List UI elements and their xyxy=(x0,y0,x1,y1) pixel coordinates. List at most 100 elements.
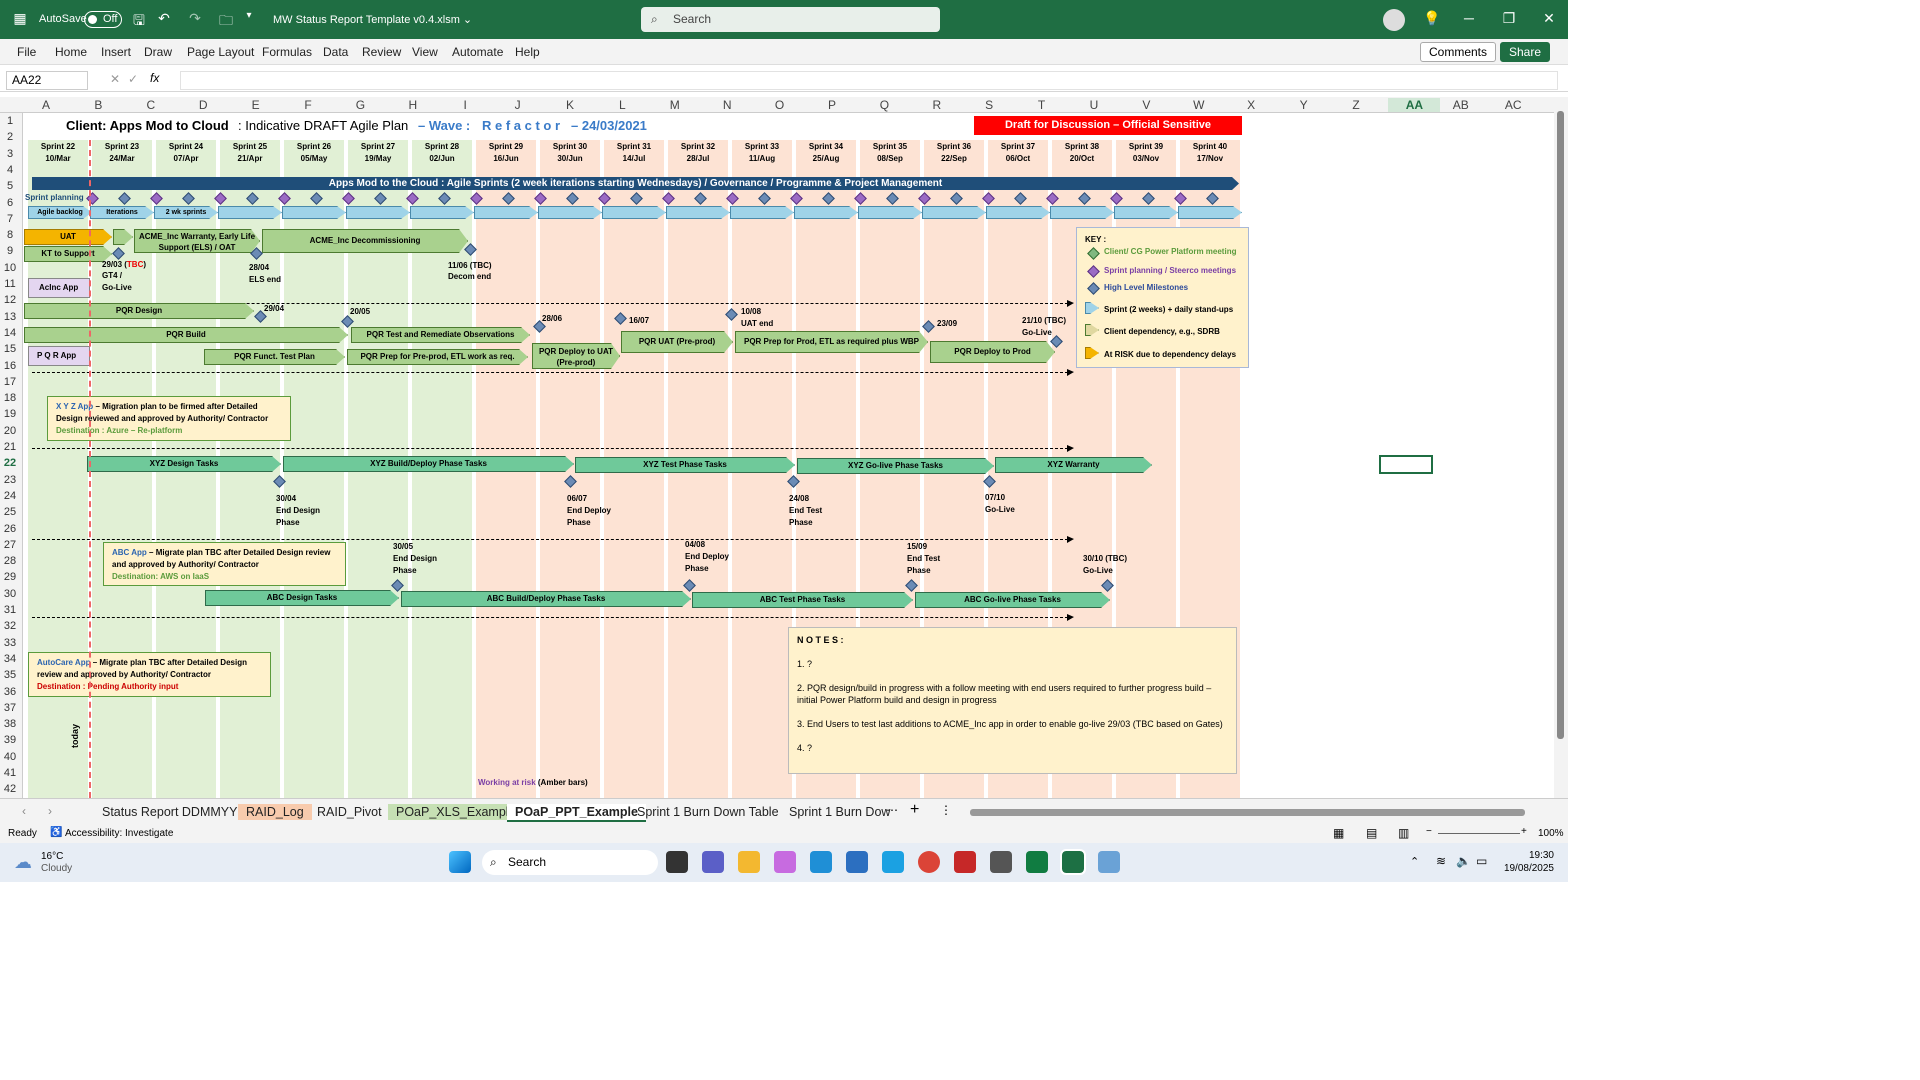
row-header[interactable]: 42 xyxy=(3,783,17,796)
accessibility-status[interactable]: Accessibility: Investigate xyxy=(65,828,174,839)
excel-icon[interactable] xyxy=(1060,849,1086,875)
chrome-icon[interactable] xyxy=(918,851,940,873)
column-header[interactable]: A xyxy=(41,98,50,112)
row-header[interactable]: 26 xyxy=(3,522,17,535)
sheet-tab[interactable]: Sprint 1 Burn Down Table xyxy=(637,805,779,819)
file-explorer-icon[interactable] xyxy=(738,851,760,873)
minimize-icon[interactable]: ─ xyxy=(1464,10,1474,26)
row-header[interactable]: 9 xyxy=(6,245,14,258)
column-header[interactable]: O xyxy=(774,98,785,112)
excel-alt-icon[interactable] xyxy=(1026,851,1048,873)
row-header[interactable]: 15 xyxy=(3,343,17,356)
store-icon[interactable] xyxy=(846,851,868,873)
name-box[interactable]: AA22 xyxy=(6,71,88,90)
column-header[interactable]: L xyxy=(619,98,626,112)
normal-view-icon[interactable]: ▦ xyxy=(1333,826,1345,840)
column-header[interactable]: D xyxy=(198,98,208,112)
column-header[interactable]: AB xyxy=(1452,98,1469,112)
zoom-slider[interactable] xyxy=(1438,833,1520,834)
tab-review[interactable]: Review xyxy=(362,45,402,59)
row-header[interactable]: 17 xyxy=(3,375,17,388)
lightbulb-icon[interactable]: 💡 xyxy=(1423,10,1441,26)
column-header[interactable]: P xyxy=(827,98,836,112)
open-folder-icon[interactable]: 🗀 xyxy=(219,12,233,28)
row-header[interactable]: 38 xyxy=(3,718,17,731)
insert-function-icon[interactable]: fx xyxy=(150,71,160,85)
sheet-tab[interactable]: Sprint 1 Burn Dow xyxy=(789,805,891,819)
calculator-icon[interactable] xyxy=(990,851,1012,873)
row-header[interactable]: 10 xyxy=(3,261,17,274)
sheet-tab[interactable]: POaP_XLS_Example xyxy=(388,804,524,820)
row-header[interactable]: 14 xyxy=(3,326,17,339)
row-header[interactable]: 36 xyxy=(3,685,17,698)
column-header[interactable]: S xyxy=(985,98,994,112)
tab-draw[interactable]: Draw xyxy=(144,45,173,59)
row-header[interactable]: 20 xyxy=(3,424,17,437)
row-header[interactable]: 13 xyxy=(3,310,17,323)
row-header[interactable]: 2 xyxy=(6,131,14,144)
cloudy-weather-icon[interactable]: ☁ xyxy=(14,852,32,872)
column-header[interactable]: Z xyxy=(1352,98,1360,112)
row-header[interactable]: 16 xyxy=(3,359,17,372)
column-header[interactable]: J xyxy=(514,98,521,112)
row-header[interactable]: 4 xyxy=(6,163,14,176)
column-header[interactable]: Q xyxy=(879,98,890,112)
column-header[interactable]: F xyxy=(304,98,312,112)
customize-toolbar-icon[interactable]: ▾ xyxy=(246,10,252,21)
tab-automate[interactable]: Automate xyxy=(452,45,504,59)
vertical-scroll-thumb[interactable] xyxy=(1557,111,1564,739)
cancel-icon[interactable]: ✕ xyxy=(110,72,121,86)
redo-icon[interactable]: ↷ xyxy=(189,10,201,26)
tab-file[interactable]: File xyxy=(17,45,37,59)
row-header[interactable]: 25 xyxy=(3,506,17,519)
share-button[interactable]: Share xyxy=(1500,42,1551,62)
vertical-scrollbar[interactable] xyxy=(1554,97,1568,798)
prev-sheet-icon[interactable]: ‹ xyxy=(22,804,26,818)
volume-icon[interactable]: 🔈 xyxy=(1456,854,1471,868)
row-header[interactable]: 40 xyxy=(3,750,17,763)
row-header[interactable]: 34 xyxy=(3,652,17,665)
column-header[interactable]: T xyxy=(1037,98,1046,112)
column-header[interactable]: R xyxy=(932,98,942,112)
column-header[interactable]: W xyxy=(1193,98,1205,112)
column-header[interactable]: AC xyxy=(1504,98,1522,112)
row-header[interactable]: 41 xyxy=(3,767,17,779)
row-header[interactable]: 33 xyxy=(3,636,17,649)
row-header[interactable]: 31 xyxy=(3,604,17,616)
next-sheet-icon[interactable]: › xyxy=(48,804,52,818)
avatar[interactable] xyxy=(1383,9,1405,31)
row-header[interactable]: 8 xyxy=(6,229,14,242)
file-name[interactable]: MW Status Report Template v0.4.xlsm ⌄ xyxy=(273,14,473,26)
zoom-level[interactable]: 100% xyxy=(1538,828,1564,839)
row-header[interactable]: 3 xyxy=(6,147,14,160)
copilot-icon[interactable] xyxy=(774,851,796,873)
page-break-icon[interactable]: ▥ xyxy=(1398,826,1410,840)
row-header[interactable]: 5 xyxy=(6,180,14,193)
taskbar-search[interactable]: ⌕Search xyxy=(482,850,658,875)
sheet-tab[interactable]: Status Report DDMMYY xyxy=(102,805,238,819)
column-header[interactable]: B xyxy=(94,98,103,112)
tab-home[interactable]: Home xyxy=(55,45,88,59)
row-header[interactable]: 7 xyxy=(6,212,14,225)
tab-data[interactable]: Data xyxy=(323,45,349,59)
column-header[interactable]: X xyxy=(1247,98,1256,112)
app-icon[interactable] xyxy=(1098,851,1120,873)
windows-start-icon[interactable] xyxy=(449,851,471,873)
help-icon[interactable] xyxy=(882,851,904,873)
row-header[interactable]: 30 xyxy=(3,587,17,600)
column-header[interactable]: AA xyxy=(1388,98,1441,112)
autosave-toggle[interactable]: Off xyxy=(84,11,122,28)
options-icon[interactable]: ⋮ xyxy=(940,803,952,817)
enter-icon[interactable]: ✓ xyxy=(128,72,139,86)
maximize-icon[interactable]: ❐ xyxy=(1502,10,1516,26)
column-header[interactable]: G xyxy=(355,98,366,112)
horizontal-scroll-thumb[interactable] xyxy=(970,809,1525,816)
search-box[interactable]: ⌕Search xyxy=(641,7,940,32)
add-sheet-icon[interactable]: + xyxy=(910,801,920,818)
row-header[interactable]: 21 xyxy=(3,441,17,453)
row-header[interactable]: 35 xyxy=(3,669,17,682)
accessibility-icon[interactable]: ♿ xyxy=(50,827,63,838)
column-header[interactable]: H xyxy=(408,98,418,112)
column-header[interactable]: E xyxy=(251,98,260,112)
